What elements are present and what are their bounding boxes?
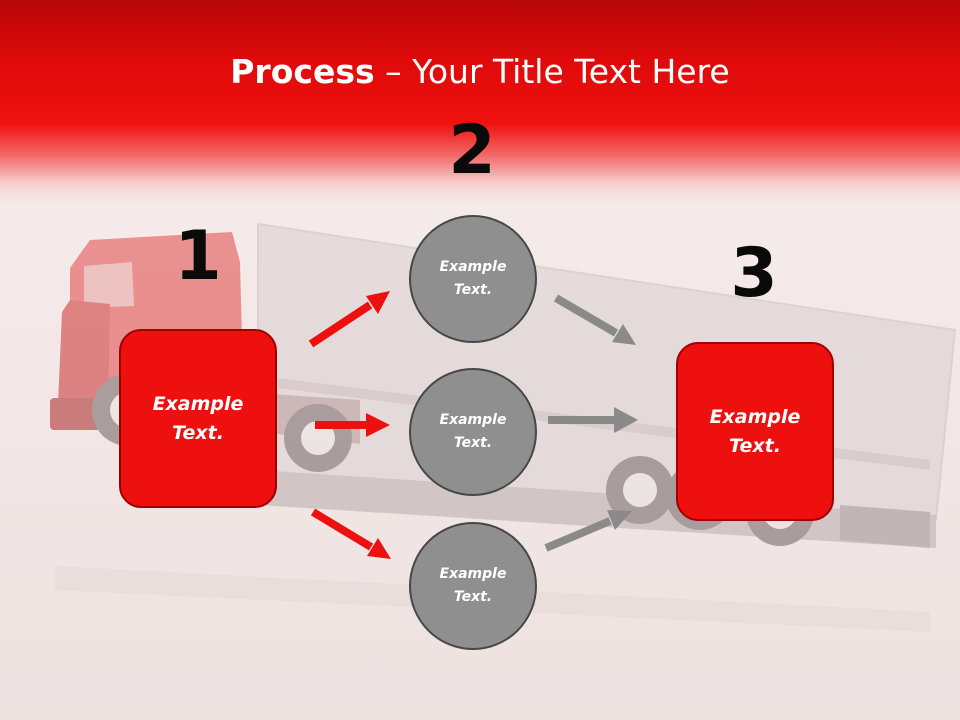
step-number-1: 1: [174, 217, 222, 296]
red-arrow-right: [315, 413, 390, 437]
title-bold: Process: [230, 52, 375, 91]
start-box: Example Text.: [119, 329, 277, 508]
gray-arrow-up: [544, 510, 632, 552]
end-box-text: Example Text.: [709, 405, 801, 457]
circle-node-3: Example Text.: [409, 522, 537, 650]
start-box-text: Example Text.: [152, 392, 244, 444]
step-number-3: 3: [730, 234, 778, 313]
red-arrow-down: [310, 508, 391, 559]
circle-node-1: Example Text.: [409, 215, 537, 343]
circle-node-2-text: Example Text.: [439, 412, 507, 451]
circle-node-1-text: Example Text.: [439, 259, 507, 298]
slide-title: Process – Your Title Text Here: [0, 52, 960, 91]
gray-arrow-down: [553, 294, 636, 345]
circle-node-3-text: Example Text.: [439, 566, 507, 605]
red-arrow-up: [308, 291, 390, 348]
header-band: [0, 0, 960, 205]
title-rest: – Your Title Text Here: [374, 52, 730, 91]
end-box: Example Text.: [676, 342, 834, 521]
gray-arrow-right: [548, 407, 638, 433]
circle-node-2: Example Text.: [409, 368, 537, 496]
step-number-2: 2: [448, 111, 496, 190]
